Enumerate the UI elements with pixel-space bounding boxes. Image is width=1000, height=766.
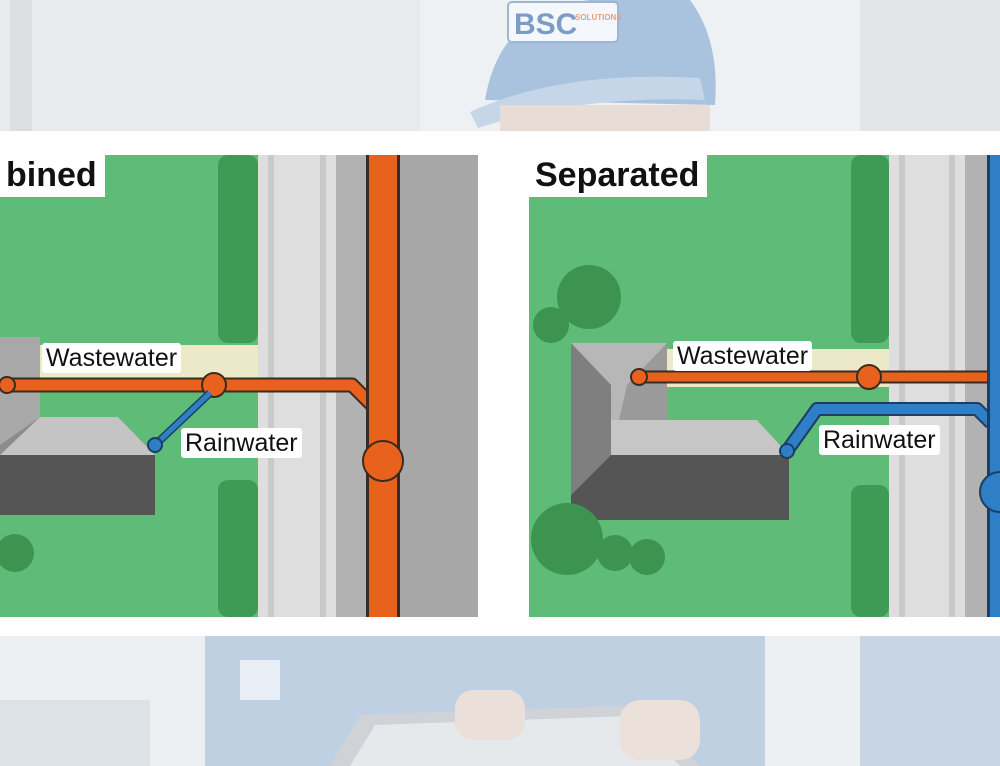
combined-sewer-diagram: bined Wastewater Rainwater — [0, 155, 478, 617]
diagram-title: Separated — [529, 155, 708, 197]
separated-sewer-diagram: Separated Wastewater Rainwater — [529, 155, 1000, 617]
hedge — [851, 155, 889, 343]
wastewater-pipe — [0, 372, 378, 411]
storm-main-sewer — [979, 155, 1000, 617]
cap-logo-text: BSC — [514, 8, 577, 41]
tree-icon — [533, 265, 621, 343]
wastewater-label: Wastewater — [673, 341, 813, 371]
combined-main-sewer — [362, 155, 404, 617]
tree-icon — [531, 503, 665, 575]
diagram-title: bined — [0, 155, 105, 197]
house-roof-icon — [571, 343, 789, 520]
hedge — [851, 485, 889, 617]
rainwater-label: Rainwater — [181, 428, 302, 458]
hedge — [218, 155, 258, 343]
rainwater-label: Rainwater — [819, 425, 940, 455]
rainwater-pipe — [779, 402, 996, 459]
wastewater-label: Wastewater — [42, 343, 182, 373]
rainwater-pipe — [147, 390, 213, 453]
tree-icon — [0, 534, 34, 572]
ball-cap-icon: BSC SOLUTIONS — [470, 0, 716, 128]
hedge — [218, 480, 258, 617]
wastewater-pipe — [630, 364, 1000, 390]
cap-logo-subtext: SOLUTIONS — [575, 13, 622, 22]
